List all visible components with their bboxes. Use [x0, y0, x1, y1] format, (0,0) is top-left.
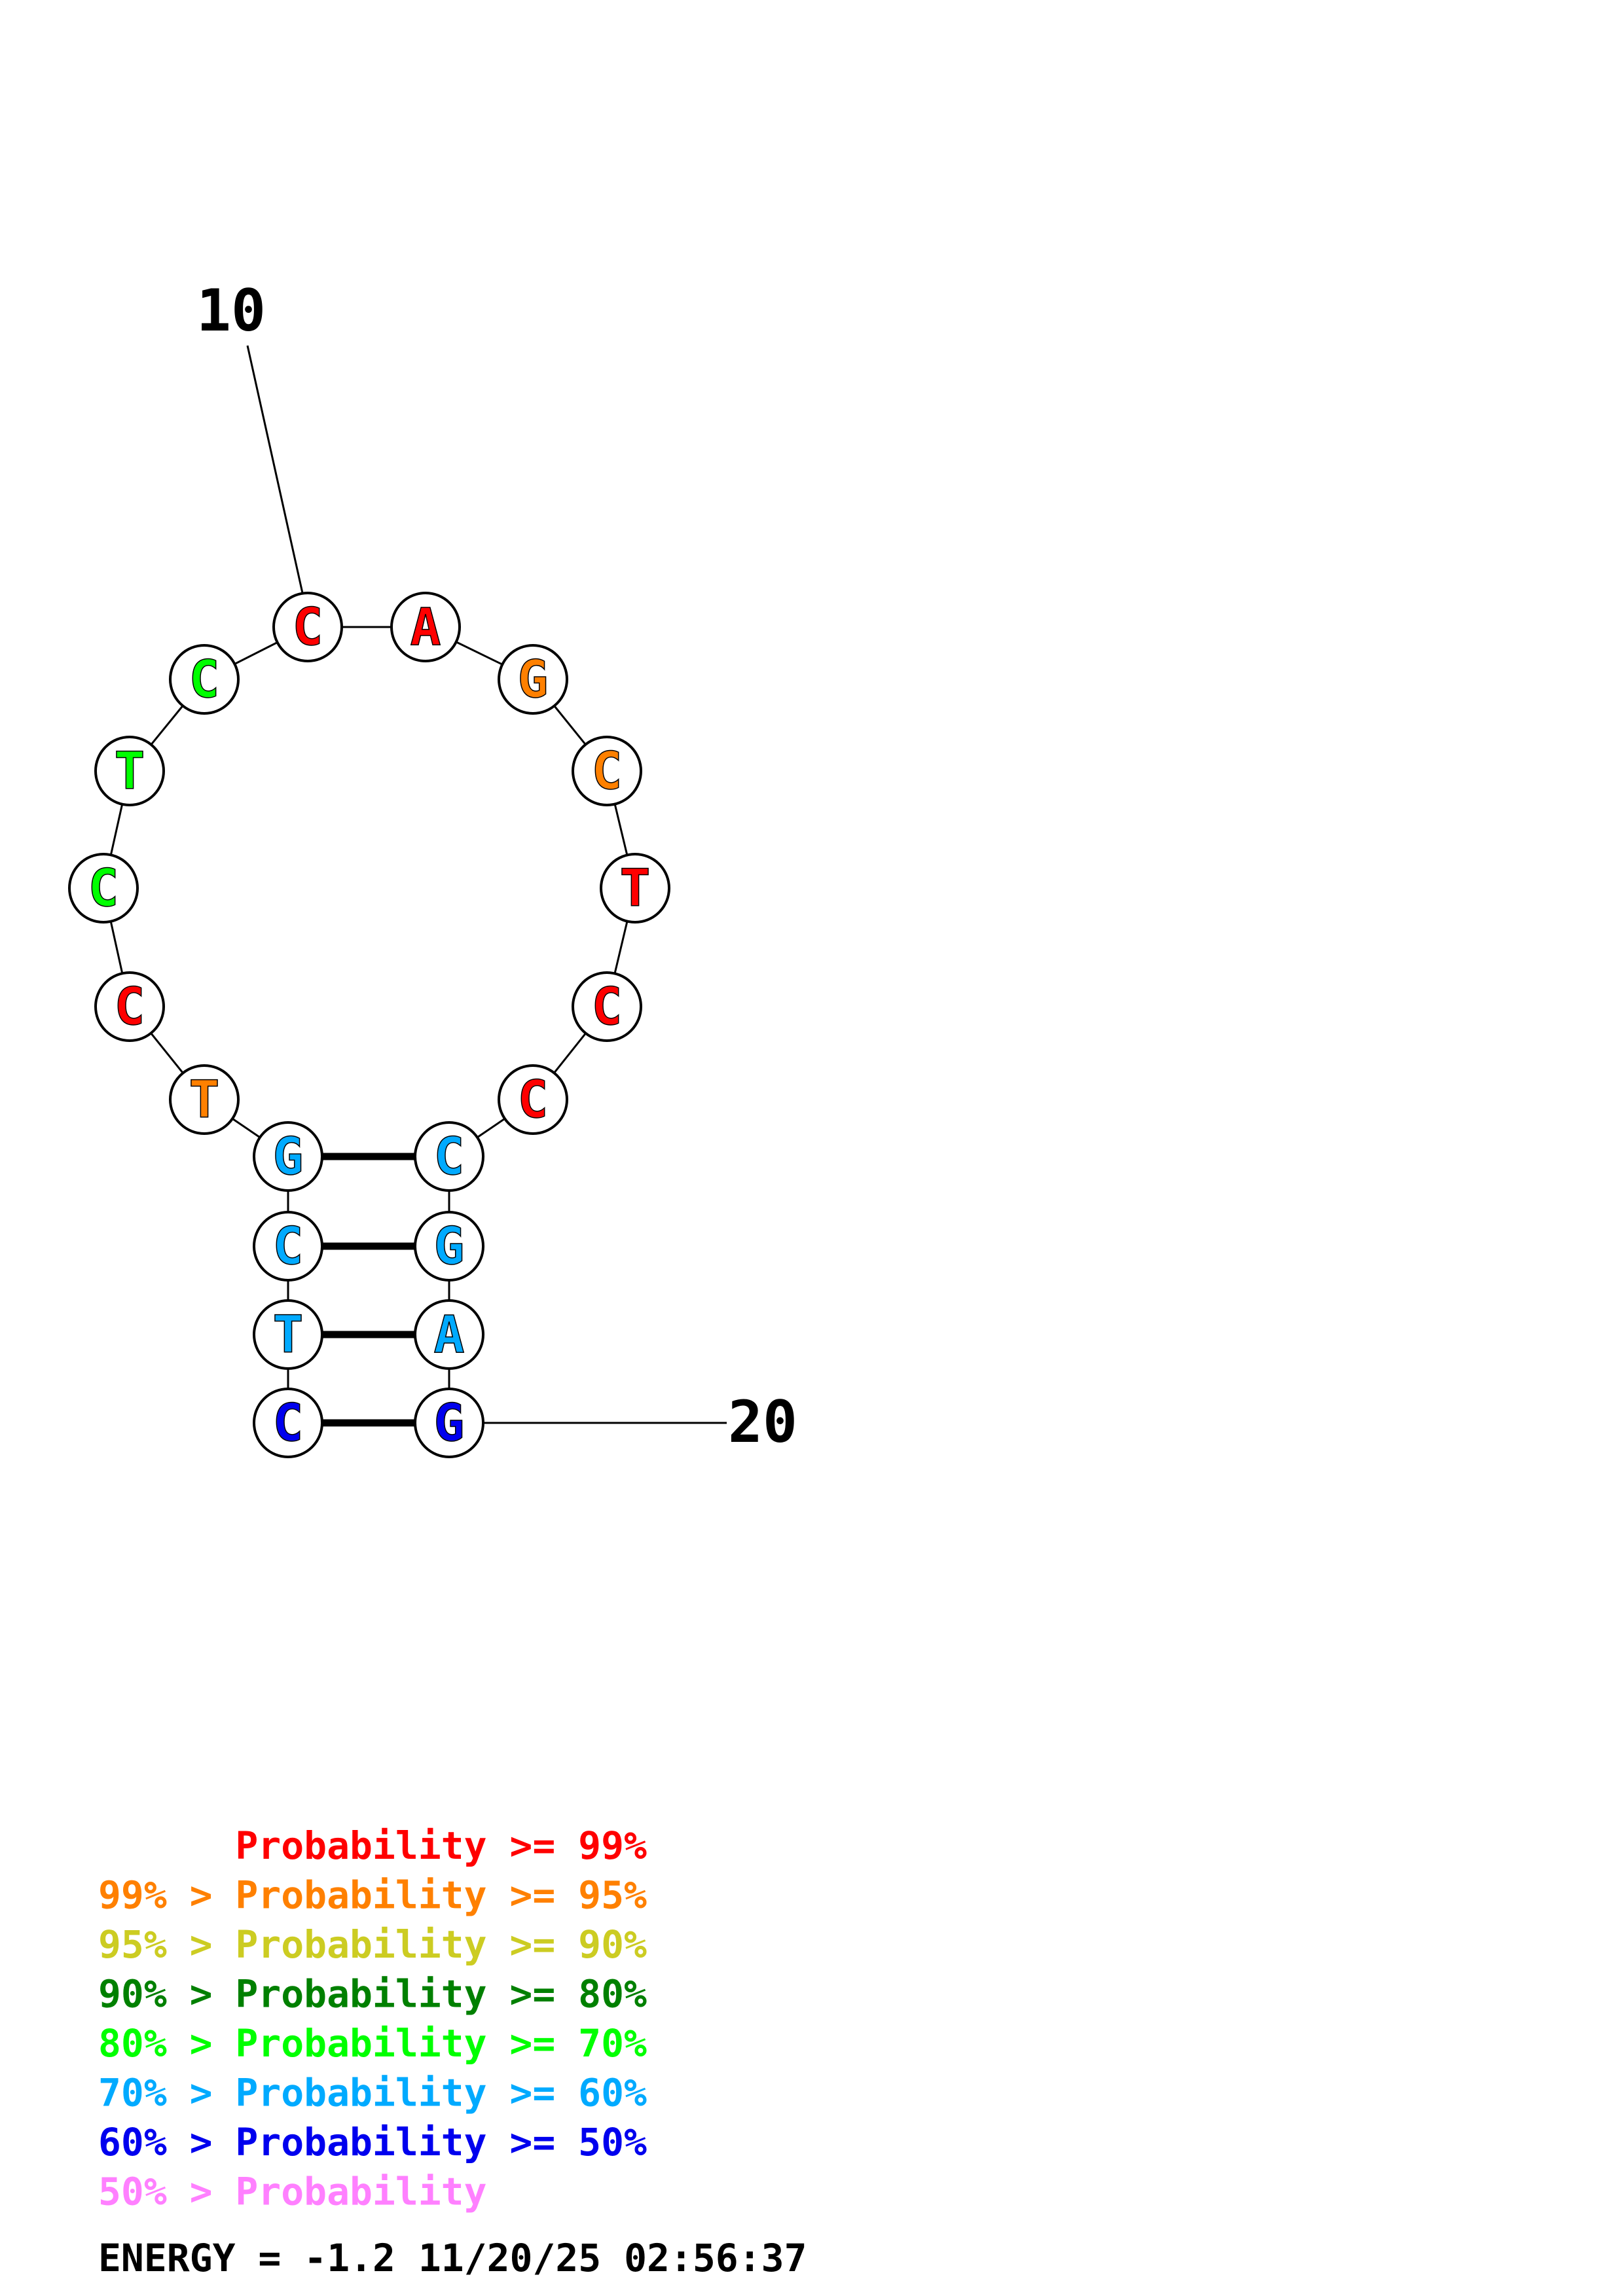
nucleotide: C: [253, 1211, 323, 1282]
nucleotide: C: [94, 971, 165, 1042]
nucleotide-circle: [414, 1299, 484, 1370]
nucleotide-circle: [68, 853, 139, 924]
nucleotide: C: [498, 1064, 568, 1135]
nucleotide-letter: C: [434, 1128, 465, 1187]
nucleotide-letter: C: [115, 978, 145, 1037]
nucleotide: T: [169, 1064, 240, 1135]
nucleotide-letter: T: [189, 1071, 220, 1130]
legend-label: Probability >= 50%: [235, 2120, 647, 2164]
nucleotide-letter: G: [518, 651, 549, 709]
legend-prefix: 90% >: [98, 1972, 236, 2017]
legend-row: 99% > Probability >= 95%: [98, 1873, 647, 1918]
legend-label: Probability: [235, 2170, 486, 2214]
probability-legend: Probability >= 99% 99% > Probability >= 9…: [98, 1823, 647, 2214]
position-labels: 10 20: [196, 277, 797, 1456]
nucleotide: A: [390, 592, 461, 662]
nucleotide-letter: T: [273, 1306, 304, 1365]
legend-row: Probability >= 99%: [235, 1823, 647, 1868]
backbone-lines: [102, 626, 636, 1423]
legend-label: Probability >= 60%: [235, 2071, 647, 2115]
legend-row: 70% > Probability >= 60%: [98, 2071, 647, 2115]
nucleotide: C: [414, 1121, 484, 1192]
nucleotide-letter: C: [88, 859, 119, 918]
legend-label: Probability >= 70%: [235, 2021, 647, 2066]
nucleotide-letter: C: [273, 1394, 304, 1453]
nucleotide-letter: G: [273, 1128, 304, 1187]
nucleotide: T: [600, 853, 670, 924]
legend-row: 60% > Probability >= 50%: [98, 2120, 647, 2164]
legend-prefix: 70% >: [98, 2071, 236, 2115]
nucleotide-circle: [272, 592, 343, 662]
legend-label: Probability >= 99%: [235, 1823, 647, 1868]
nucleotide-letter: T: [620, 859, 651, 918]
nucleotide-circle: [414, 1121, 484, 1192]
legend-row: 50% > Probability: [98, 2170, 487, 2214]
nucleotide-circle: [498, 644, 568, 715]
nucleotide: T: [94, 736, 165, 806]
nucleotide: G: [498, 644, 568, 715]
nucleotide-letter: C: [189, 651, 220, 709]
legend-row: 90% > Probability >= 80%: [98, 1972, 647, 2017]
nucleotide-letter: C: [518, 1071, 549, 1130]
nucleotide-circle: [169, 1064, 240, 1135]
nucleotide-circle: [414, 1388, 484, 1458]
nucleotide-letter: A: [410, 598, 441, 657]
nucleotide-letter: A: [434, 1306, 465, 1365]
nucleotide-circle: [253, 1388, 323, 1458]
energy-footer: ENERGY = -1.2 11/20/25 02:56:37: [98, 2236, 807, 2280]
nucleotide: C: [253, 1388, 323, 1458]
nucleotide: G: [414, 1211, 484, 1282]
legend-prefix: 60% >: [98, 2120, 236, 2164]
nucleotide-letter: G: [434, 1217, 465, 1276]
legend-row: 95% > Probability >= 90%: [98, 1922, 647, 1967]
legend-prefix: 95% >: [98, 1922, 236, 1967]
nucleotide: C: [572, 736, 642, 806]
nucleotide-circle: [253, 1299, 323, 1370]
nucleotide-circle: [253, 1211, 323, 1282]
nucleotide-letter: C: [273, 1217, 304, 1276]
nucleotide: T: [253, 1299, 323, 1370]
nucleotide: C: [572, 971, 642, 1042]
nucleotide-letter: C: [592, 742, 623, 801]
nucleotide-circle: [169, 644, 240, 715]
position-label-20: 20: [728, 1388, 797, 1456]
legend-prefix: 50% >: [98, 2170, 236, 2214]
nucleotide-circle: [572, 736, 642, 806]
nucleotide: C: [272, 592, 343, 662]
label-leader-line: [246, 345, 304, 594]
nucleotide: G: [253, 1121, 323, 1192]
nucleotide-letter: G: [434, 1394, 465, 1453]
nucleotide: A: [414, 1299, 484, 1370]
nucleotide-circle: [390, 592, 461, 662]
legend-label: Probability >= 80%: [235, 1972, 647, 2017]
nucleotide-letter: C: [293, 598, 323, 657]
legend-label: Probability >= 95%: [235, 1873, 647, 1918]
nucleotide-circle: [572, 971, 642, 1042]
nucleotide: C: [68, 853, 139, 924]
legend-prefix: 99% >: [98, 1873, 236, 1918]
legend-label: Probability >= 90%: [235, 1922, 647, 1967]
nucleotide-circle: [498, 1064, 568, 1135]
nucleotide-letter: T: [115, 742, 145, 801]
nucleotide: G: [414, 1388, 484, 1458]
nucleotide-circle: [253, 1121, 323, 1192]
nucleotide-letter: C: [592, 978, 623, 1037]
legend-prefix: 80% >: [98, 2021, 236, 2066]
nucleotide-circle: [600, 853, 670, 924]
base-pair-bonds: [322, 1153, 415, 1427]
nucleotide-circle: [94, 971, 165, 1042]
nucleotide-circle: [414, 1211, 484, 1282]
position-label-10: 10: [196, 277, 266, 344]
nucleotide-circle: [94, 736, 165, 806]
legend-row: 80% > Probability >= 70%: [98, 2021, 647, 2066]
nucleotide: C: [169, 644, 240, 715]
